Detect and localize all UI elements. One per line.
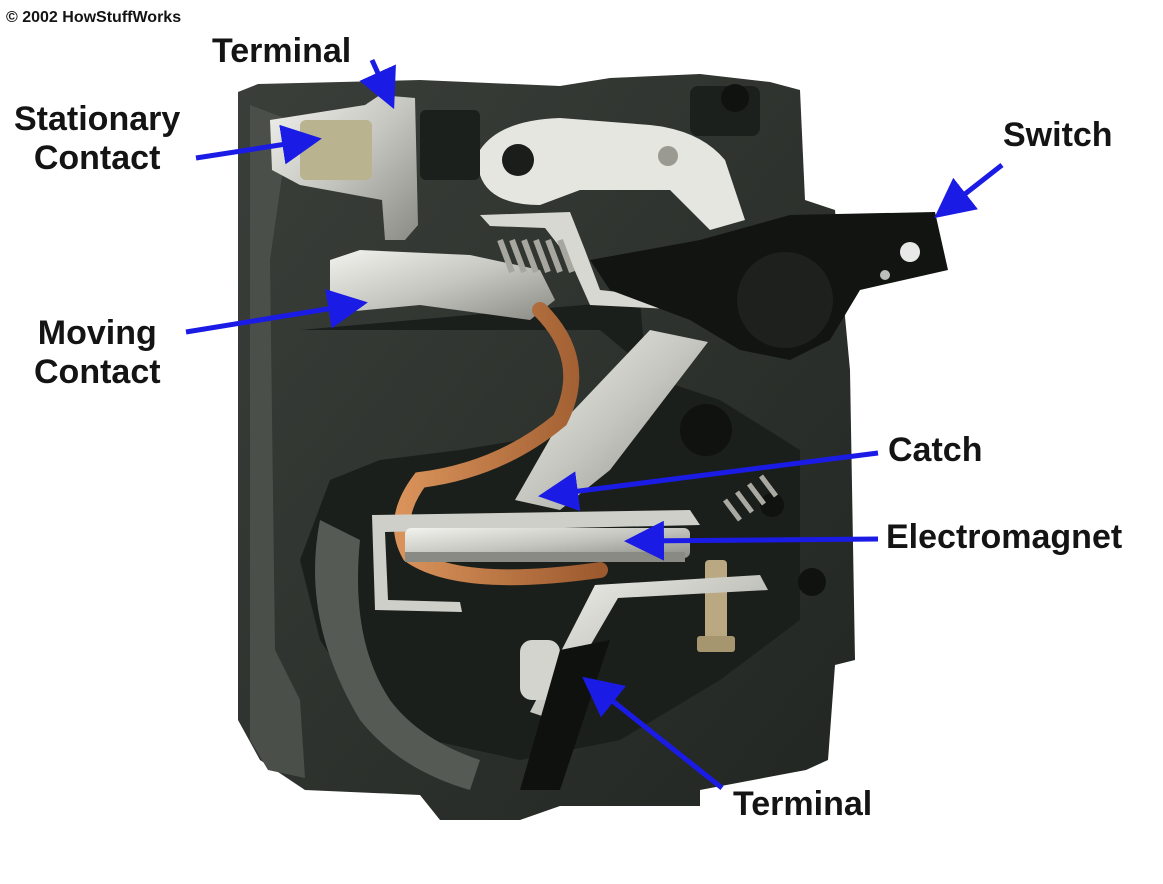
contact-spring xyxy=(497,238,575,274)
label-stationary-contact: Stationary Contact xyxy=(14,100,180,178)
moving-contact-arm xyxy=(330,250,555,320)
bottom-terminal-metal xyxy=(530,575,768,718)
switch-hole xyxy=(900,242,920,262)
label-moving-contact: Moving Contact xyxy=(34,314,161,392)
label-moving-contact-line2: Contact xyxy=(34,353,161,392)
electromagnet-bar-shadow xyxy=(405,552,685,562)
label-stationary-contact-line1: Stationary xyxy=(14,100,181,138)
copper-braid xyxy=(394,302,608,586)
adjusting-screw-head xyxy=(697,636,735,652)
label-catch: Catch xyxy=(888,431,983,469)
label-moving-contact-line1: Moving xyxy=(37,314,157,352)
pivot-hole xyxy=(502,144,534,176)
adjusting-screw xyxy=(705,560,727,645)
trip-lever-plate xyxy=(480,118,745,230)
housing-screw-hole xyxy=(760,493,784,517)
housing-pocket xyxy=(420,110,480,180)
housing-rim xyxy=(250,105,305,778)
stationary-contact-pad xyxy=(300,120,372,180)
housing-screw-hole xyxy=(680,404,732,456)
housing-channel xyxy=(315,520,480,790)
housing-screw-hole xyxy=(721,84,749,112)
label-switch: Switch xyxy=(1003,116,1113,154)
electromagnet-bar xyxy=(405,528,690,558)
magnet-frame xyxy=(372,510,700,612)
contact-spring-bracket xyxy=(480,212,690,310)
switch-hub xyxy=(737,252,833,348)
label-stationary-contact-line2: Contact xyxy=(33,139,161,178)
pivot-pin xyxy=(658,146,678,166)
label-terminal-top: Terminal xyxy=(212,32,352,70)
copyright-notice: © 2002 HowStuffWorks xyxy=(6,9,182,26)
housing-screw-hole xyxy=(798,568,826,596)
label-electromagnet: Electromagnet xyxy=(886,518,1123,556)
switch-hole xyxy=(880,270,890,280)
label-terminal-bottom: Terminal xyxy=(733,785,873,823)
